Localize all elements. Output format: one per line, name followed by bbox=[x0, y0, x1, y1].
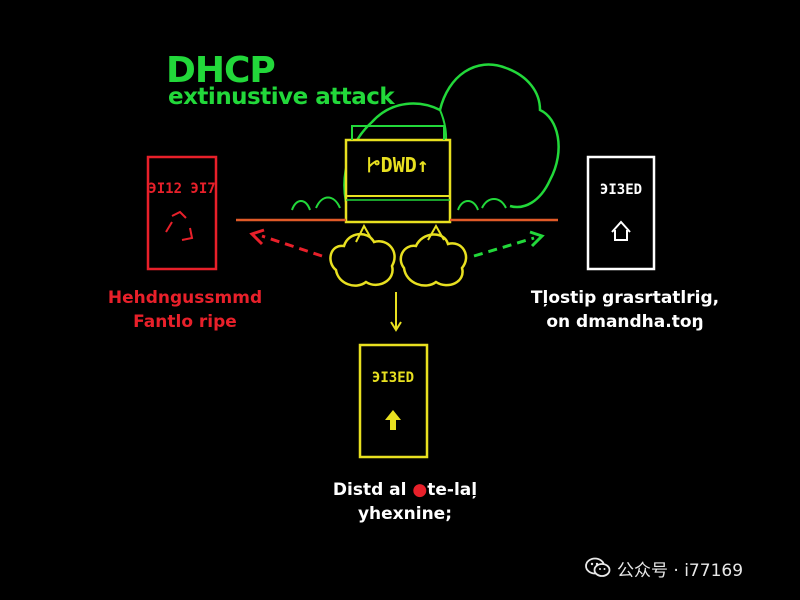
yellow-cloud-right-peak bbox=[427, 223, 445, 241]
bottom-caption-line2: yhexnine; bbox=[357, 504, 453, 524]
right-caption-line1: Tļostip grasrtatlrig, bbox=[530, 288, 720, 308]
cloud-base-bumps-right bbox=[457, 198, 507, 211]
right-client-box: ЭI3ED bbox=[586, 155, 656, 271]
dhcp-server-box: ꔵDWD↑ bbox=[344, 125, 452, 224]
diagram-title: DHCP bbox=[166, 50, 276, 91]
yellow-cloud-right bbox=[399, 233, 468, 287]
red-dashed-arrow bbox=[261, 234, 323, 258]
bottom-caption: Distd al ●te-laļ yhexnine; bbox=[310, 478, 500, 526]
bottom-caption-line1: Distd al ●te-laļ bbox=[332, 480, 478, 500]
watermark-text: 公众号 · i77169 bbox=[617, 560, 744, 581]
right-box-label: ЭI3ED bbox=[600, 182, 642, 198]
home-icon bbox=[611, 220, 631, 241]
internet-cloud bbox=[343, 63, 560, 209]
wechat-icon bbox=[585, 557, 611, 577]
watermark: 公众号 · i77169 bbox=[585, 556, 744, 581]
red-dot: ● bbox=[412, 480, 428, 500]
diagram-subtitle: extinustive attack bbox=[168, 84, 395, 110]
left-caption-line2: Fantlo ripe bbox=[133, 312, 237, 332]
left-box-label: ЭI12 ЭI7 bbox=[148, 181, 215, 197]
left-caption: Hehdngussmmd Fantlo ripe bbox=[100, 286, 270, 334]
left-caption-line1: Hehdngussmmd bbox=[107, 288, 263, 308]
right-caption: Tļostip grasrtatlrig, on dmandha.toŋ bbox=[530, 286, 720, 334]
yellow-cloud-left-peak bbox=[355, 223, 373, 243]
cloud-base-bumps-left bbox=[291, 196, 341, 211]
bottom-client-box: ЭI3ED bbox=[358, 343, 429, 459]
up-arrow-icon bbox=[385, 410, 401, 430]
yellow-cloud-left bbox=[329, 233, 396, 287]
left-client-box: ЭI12 ЭI7 bbox=[146, 155, 218, 271]
refresh-icon bbox=[165, 210, 194, 241]
right-caption-line2: on dmandha.toŋ bbox=[546, 312, 704, 332]
server-box-label: ꔵDWD↑ bbox=[367, 153, 429, 177]
green-dashed-arrow bbox=[473, 236, 535, 258]
bottom-box-label: ЭI3ED bbox=[372, 370, 414, 386]
